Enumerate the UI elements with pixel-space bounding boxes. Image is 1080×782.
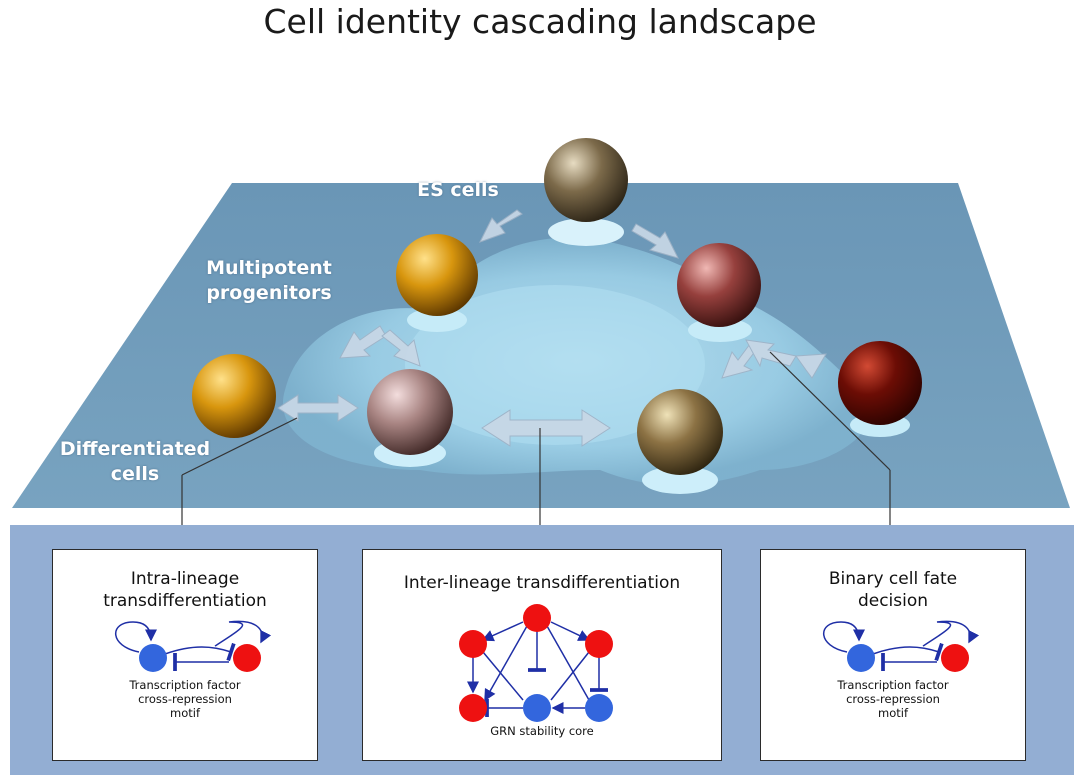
panel-intra-caption-line2: cross-repression [138, 692, 232, 706]
panel-binary-title-line2: decision [857, 591, 929, 611]
panel-binary-decision: Binary cell fate decision Transcription … [760, 549, 1026, 761]
panel-inter-caption: GRN stability core [490, 724, 594, 738]
label-differentiated-line1: Differentiated [59, 438, 211, 460]
well-khaki [642, 466, 718, 494]
panel-binary-caption-line1: Transcription factor [837, 678, 949, 692]
well-orange-top [407, 308, 467, 332]
panel-intra-lineage: Intra-lineage transdifferentiation Trans… [52, 549, 318, 761]
motif-cross-repression-binary [823, 620, 980, 672]
label-es-cells: ES cells [398, 178, 518, 203]
node-repressor [941, 644, 969, 672]
node-activator [847, 644, 875, 672]
cell-differentiated-orange [192, 354, 276, 438]
panel-binary-caption-line2: cross-repression [846, 692, 940, 706]
panel-inter-title: Inter-lineage transdifferentiation [403, 573, 681, 593]
transition-arrows [277, 209, 827, 447]
grn-node-bottom-left-red [459, 694, 487, 722]
panel-intra-caption-line3: motif [170, 706, 200, 720]
grn-node-top-red [523, 604, 551, 632]
label-multipotent-line1: Multipotent [206, 257, 332, 279]
grn-node-bottom-right-blue [585, 694, 613, 722]
panel-intra-caption-line1: Transcription factor [129, 678, 241, 692]
cell-multipotent-redbrown [677, 243, 761, 327]
grn-node-bottom-mid-blue [523, 694, 551, 722]
cell-differentiated-mauve [367, 369, 453, 455]
panel-intra-title-line2: transdifferentiation [103, 591, 267, 611]
motif-cross-repression-intra [115, 620, 272, 672]
panel-inter-lineage: Inter-lineage transdifferentiation [362, 549, 722, 761]
label-differentiated-line2: cells [110, 463, 160, 485]
panel-intra-title-line1: Intra-lineage [130, 569, 240, 589]
cell-differentiated-darkred [838, 341, 922, 425]
diagram-title: Cell identity cascading landscape [263, 2, 817, 41]
connector-intra [181, 417, 298, 476]
cell-es [544, 138, 628, 222]
node-repressor [233, 644, 261, 672]
cell-differentiated-khaki [637, 389, 723, 475]
cell-multipotent-orange [396, 234, 478, 316]
grn-stability-core-network [459, 604, 613, 722]
node-activator [139, 644, 167, 672]
panel-binary-caption-line3: motif [878, 706, 908, 720]
panel-binary-title-line1: Binary cell fate [828, 569, 958, 589]
well-es [548, 218, 624, 246]
label-differentiated-cells: Differentiated cells [40, 437, 230, 487]
grn-node-right-red [585, 630, 613, 658]
grn-node-left-red [459, 630, 487, 658]
label-multipotent-line2: progenitors [206, 282, 332, 304]
connector-binary [769, 351, 891, 471]
label-multipotent-progenitors: Multipotent progenitors [184, 256, 354, 306]
label-es-text: ES cells [417, 179, 499, 201]
